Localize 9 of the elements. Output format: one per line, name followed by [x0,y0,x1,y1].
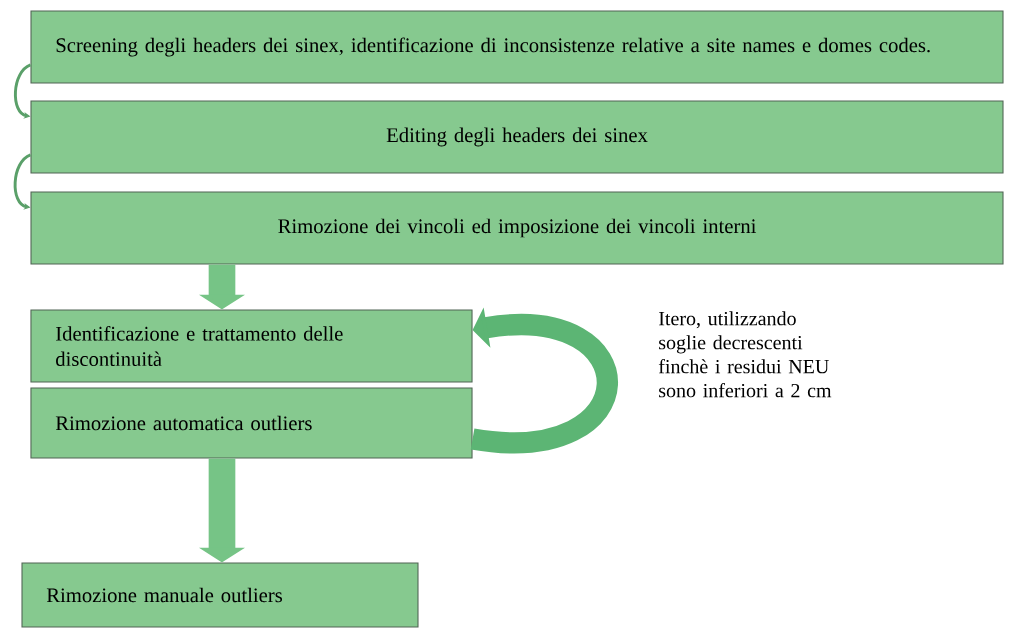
process-box: Identificazione e trattamento delle discontinuità [30,309,473,383]
process-box: Rimozione manuale outliers [21,562,419,628]
process-box: Editing degli headers dei sinex [30,100,1004,174]
process-box: Rimozione automatica outliers [30,387,473,459]
note-text: Itero, utilizzando soglie decrescenti finchè i residui NEU sono inferiori a 2 cm [658,311,832,398]
curved-arrow [13,153,32,210]
process-box: Screening degli headers dei sinex, identificazione di inconsistenze relative a site names e domes codes. [30,10,1004,84]
curved-arrow [14,63,32,119]
process-box: Rimozione dei vincoli ed imposizione dei vincoli interni [30,191,1004,265]
